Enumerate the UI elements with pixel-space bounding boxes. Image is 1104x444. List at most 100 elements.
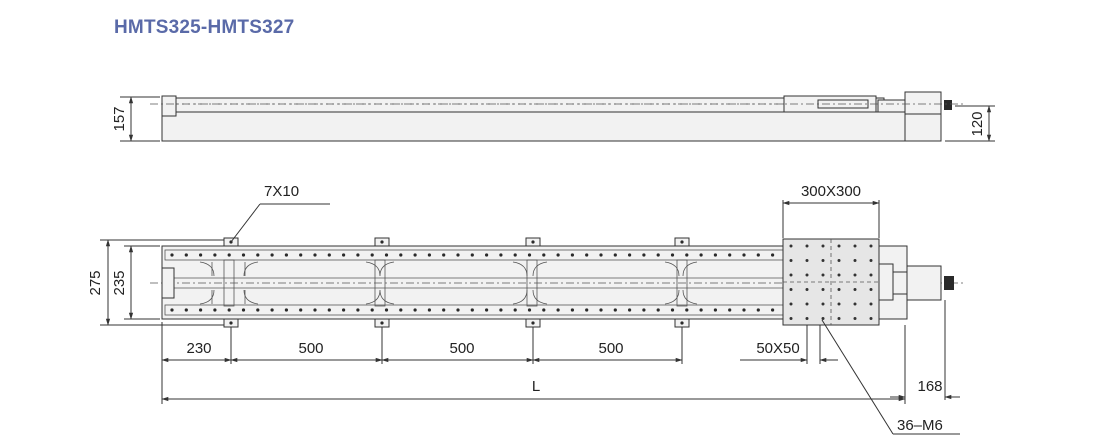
- end-bearing: [161, 267, 175, 299]
- table-hole: [821, 273, 825, 277]
- side-motor: [904, 91, 942, 115]
- table-hole: [853, 317, 857, 320]
- table-hole: [869, 244, 873, 248]
- rail-hole: [542, 253, 546, 257]
- rail-hole: [756, 253, 760, 257]
- table-hole: [837, 273, 841, 277]
- length-label: L: [532, 378, 540, 395]
- limit-switches: [878, 263, 894, 301]
- rail-hole: [570, 308, 575, 312]
- rail-hole: [399, 308, 403, 312]
- rail-hole: [556, 308, 560, 312]
- rail-hole: [656, 308, 660, 312]
- rail-hole: [199, 308, 203, 312]
- rail-hole: [199, 253, 203, 257]
- motor-height-label: 120: [969, 111, 986, 136]
- rail-hole: [370, 253, 374, 257]
- spacing-3-label: 500: [598, 340, 623, 357]
- table-hole: [869, 273, 873, 277]
- rail-hole: [485, 253, 489, 257]
- rail-hole: [713, 308, 718, 312]
- rib-support-3: [512, 259, 548, 307]
- rail-hole: [470, 308, 474, 312]
- top-motor: [906, 265, 942, 301]
- rail-hole: [313, 253, 317, 257]
- rail-hole: [270, 253, 274, 257]
- table-hole: [789, 317, 793, 320]
- top-connector: [944, 276, 954, 290]
- rail-hole: [513, 253, 517, 257]
- rail-hole: [685, 308, 689, 312]
- table-hole: [869, 317, 873, 320]
- grid-label: 50X50: [756, 340, 799, 357]
- rail-hole: [356, 253, 360, 257]
- rail-hole: [670, 253, 675, 257]
- rail-hole: [442, 253, 446, 257]
- rail-hole: [670, 308, 675, 312]
- table-hole: [805, 302, 809, 306]
- rail-hole: [470, 253, 474, 257]
- rail-hole: [327, 308, 331, 312]
- rail-hole: [628, 308, 632, 312]
- rib-support-2: [365, 259, 395, 307]
- table-hole: [869, 288, 873, 291]
- rail-hole: [213, 308, 217, 312]
- table-hole: [821, 244, 825, 248]
- rail-hole: [241, 308, 246, 312]
- rail-hole: [184, 253, 188, 257]
- side-end-block: [161, 95, 177, 117]
- rail-hole: [227, 308, 231, 312]
- rail-hole: [413, 308, 417, 312]
- rail-hole: [771, 253, 775, 257]
- table-hole: [853, 259, 857, 262]
- table-tapped-holes: [789, 244, 873, 320]
- rail-holes: [170, 253, 775, 312]
- rail-hole: [642, 308, 646, 312]
- rail-hole: [442, 308, 446, 312]
- table-hole: [869, 259, 873, 262]
- rail-hole: [585, 308, 589, 312]
- table-hole: [837, 288, 841, 291]
- table-hole: [869, 302, 873, 306]
- rail-hole: [613, 253, 617, 257]
- hole-size-label: 7X10: [264, 183, 299, 200]
- rail-hole: [728, 308, 732, 312]
- table-hole: [789, 302, 793, 306]
- outer-width-label: 275: [87, 270, 104, 295]
- side-height-label: 157: [111, 106, 128, 131]
- table-hole: [805, 244, 809, 248]
- rail-hole: [699, 308, 703, 312]
- table-hole: [837, 302, 841, 306]
- rail-hole: [413, 253, 417, 257]
- rail-hole: [499, 253, 503, 257]
- table-hole: [789, 259, 793, 262]
- rail-hole: [742, 308, 746, 312]
- top-view: 7X10 300X300 275 235 230 500 500 500: [87, 183, 965, 435]
- rail-hole: [771, 308, 775, 312]
- table-hole: [837, 259, 841, 262]
- rail-hole: [585, 253, 589, 257]
- rail-hole: [485, 308, 489, 312]
- rail-hole: [170, 253, 174, 257]
- table-hole: [853, 244, 857, 248]
- rail-hole: [527, 308, 532, 312]
- rail-hole: [299, 308, 303, 312]
- rail-hole: [256, 308, 260, 312]
- table-size-label: 300X300: [801, 183, 861, 200]
- rail-hole: [213, 253, 217, 257]
- table-hole: [837, 244, 841, 248]
- rib-support-1: [199, 259, 259, 307]
- rail-hole: [427, 253, 431, 257]
- table-hole: [805, 317, 809, 320]
- side-base: [161, 111, 906, 142]
- rail-hole: [713, 253, 718, 257]
- spacing-1-label: 500: [298, 340, 323, 357]
- rail-hole: [699, 253, 703, 257]
- rail-hole: [170, 308, 174, 312]
- rail-hole: [513, 308, 517, 312]
- table-hole: [821, 259, 825, 262]
- rail-hole: [284, 308, 288, 312]
- rail-hole: [456, 253, 460, 257]
- rail-hole: [370, 308, 374, 312]
